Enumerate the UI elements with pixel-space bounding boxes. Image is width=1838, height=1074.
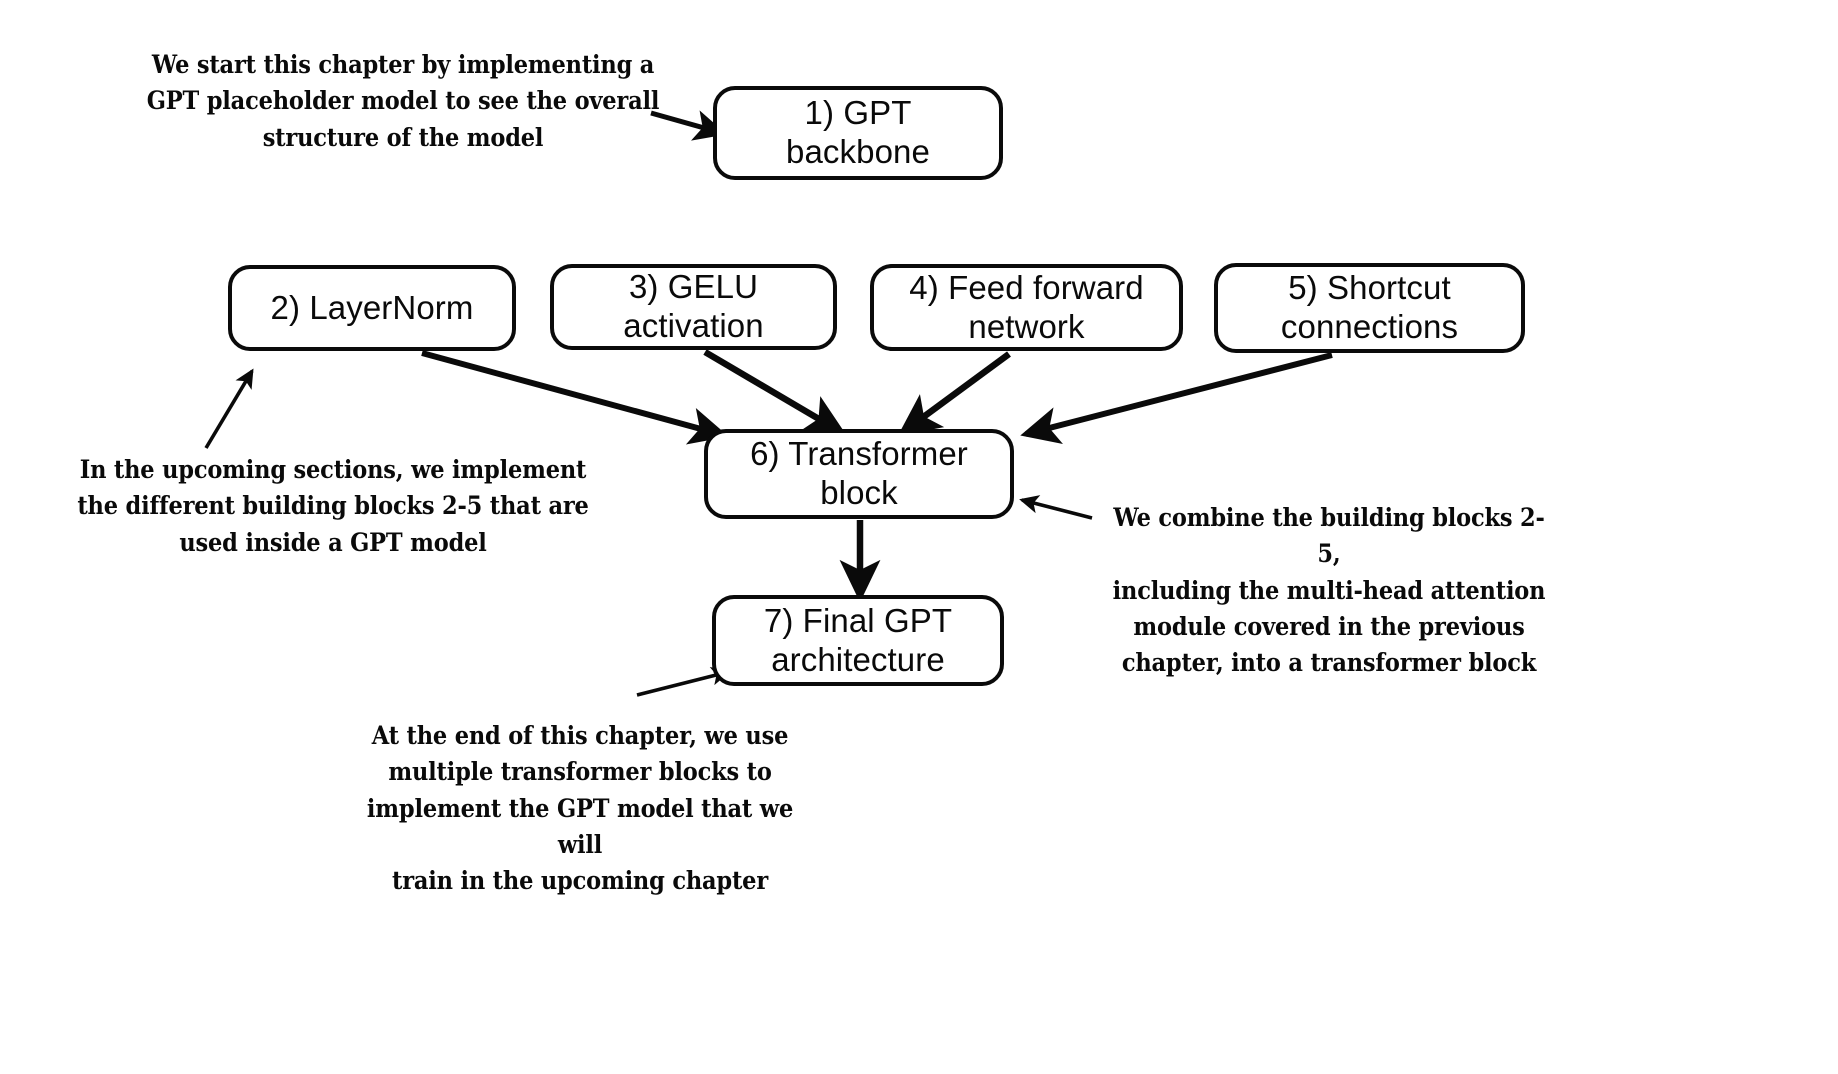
edge-feedforward-to-transformer <box>897 351 1011 436</box>
edge-shortcut-to-transformer <box>1020 352 1333 444</box>
note-right: We combine the building blocks 2-5, incl… <box>1112 503 1546 677</box>
edge-note-left-to-layernorm <box>204 368 254 449</box>
note-left: In the upcoming sections, we implement t… <box>77 455 589 557</box>
edge-layernorm-to-transformer <box>421 350 729 445</box>
edge-gelu-to-transformer <box>703 349 847 436</box>
edge-note-right-to-transformer <box>1019 495 1093 520</box>
note-bottom: At the end of this chapter, we use multi… <box>366 721 794 895</box>
edge-note-bottom-to-final-gpt <box>636 666 731 697</box>
node-layernorm[interactable]: 2) LayerNorm <box>228 265 516 351</box>
edge-note-top-left-to-gpt-backbone <box>650 110 727 141</box>
node-layernorm-label: 2) LayerNorm <box>270 288 474 326</box>
note-top-left: We start this chapter by implementing a … <box>146 50 660 152</box>
